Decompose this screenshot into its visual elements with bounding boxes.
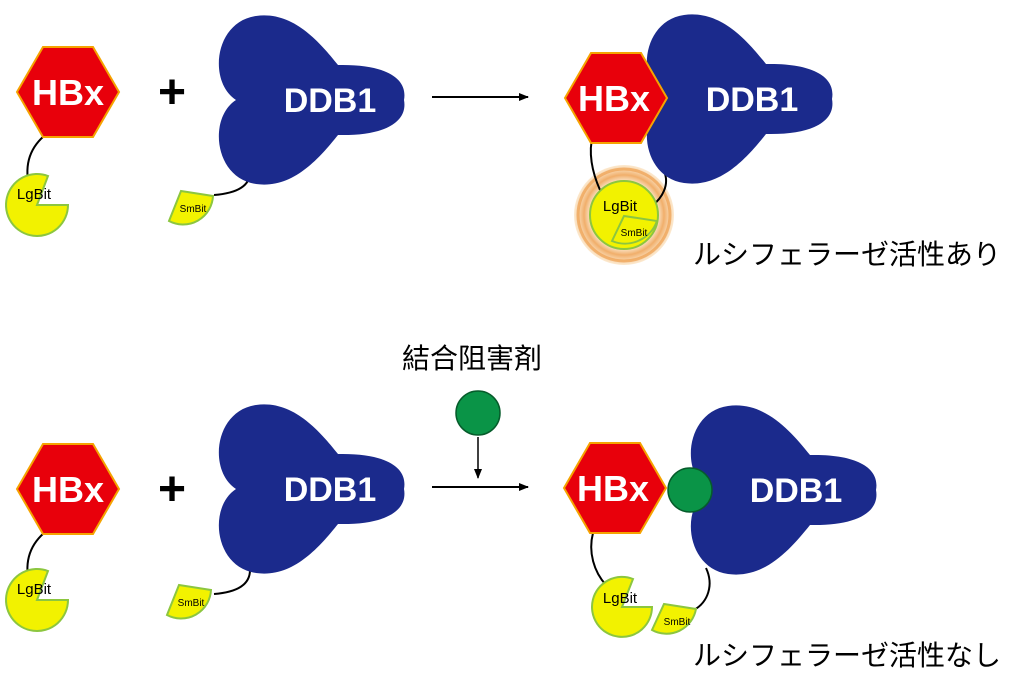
hbx-label: HBx [578,78,650,119]
hbx-hexagon [15,443,121,535]
inhibitor-molecule-bound [667,467,713,513]
ddb1-label: DDB1 [706,81,799,119]
lgbit-label: LgBit [603,198,638,215]
hbx-label: HBx [32,72,104,113]
lgbit-pacman [5,173,70,237]
lgbit-label: LgBit [603,590,638,607]
hbx-label: HBx [32,469,104,510]
smbit-linker-bottom-right [693,567,711,611]
smbit-label: SmBit [180,204,207,215]
smbit-linker-bottom [213,569,251,595]
smbit-label: SmBit [664,617,691,628]
plus-sign: + [158,463,186,516]
smbit-fan [165,583,213,620]
caption-luciferase-active: ルシフェラーゼ活性あり [693,238,1001,271]
hbx-linker-bottom-right [590,532,607,586]
ddb1-label: DDB1 [750,472,843,510]
lgbit-label: LgBit [17,186,52,203]
hbx-with-lgbit-top-left: HBx LgBit [5,46,121,237]
ddb1-shape [218,15,405,185]
hbx-hexagon [562,442,668,534]
smbit-label: SmBit [178,598,205,609]
ddb1-label: DDB1 [284,82,377,120]
ddb1-shape [218,404,405,574]
ddb1-shape [690,405,877,575]
hbx-ddb1-complex-top: DDB1 HBx LgBit SmBit [563,14,833,265]
luminescence-ring-outer [576,167,672,263]
lgbit-label: LgBit [17,581,52,598]
ddb1-shape [646,14,833,184]
hbx-label: HBx [577,468,649,509]
inhibitor-molecule [455,390,501,436]
caption-binding-inhibitor: 結合阻害剤 [402,342,542,375]
smbit-fan-bound [610,214,659,245]
smbit-label: SmBit [621,228,648,239]
caption-luciferase-inactive: ルシフェラーゼ活性なし [693,639,1001,672]
smbit-fan [167,189,215,226]
lgbit-pacman [591,575,654,638]
smbit-fan [650,602,698,635]
plus-sign: + [158,66,186,119]
hbx-with-lgbit-bottom-left: HBx LgBit [5,443,121,632]
hbx-hexagon [15,46,121,138]
ddb1-with-smbit-bottom: DDB1 SmBit [165,404,405,620]
bottom-row: HBx LgBit + DDB1 SmBit 結合阻害剤 DDB1 HBx [5,342,1001,672]
ddb1-with-smbit-top: DDB1 SmBit [167,15,405,226]
ddb1-label: DDB1 [284,471,377,509]
lgbit-pacman [5,568,70,632]
hbx-ddb1-blocked-complex: DDB1 HBx LgBit SmBit [562,405,877,638]
hbx-hexagon [563,52,669,144]
top-row: HBx LgBit + DDB1 SmBit DDB1 HBx LgBit [5,14,1001,271]
